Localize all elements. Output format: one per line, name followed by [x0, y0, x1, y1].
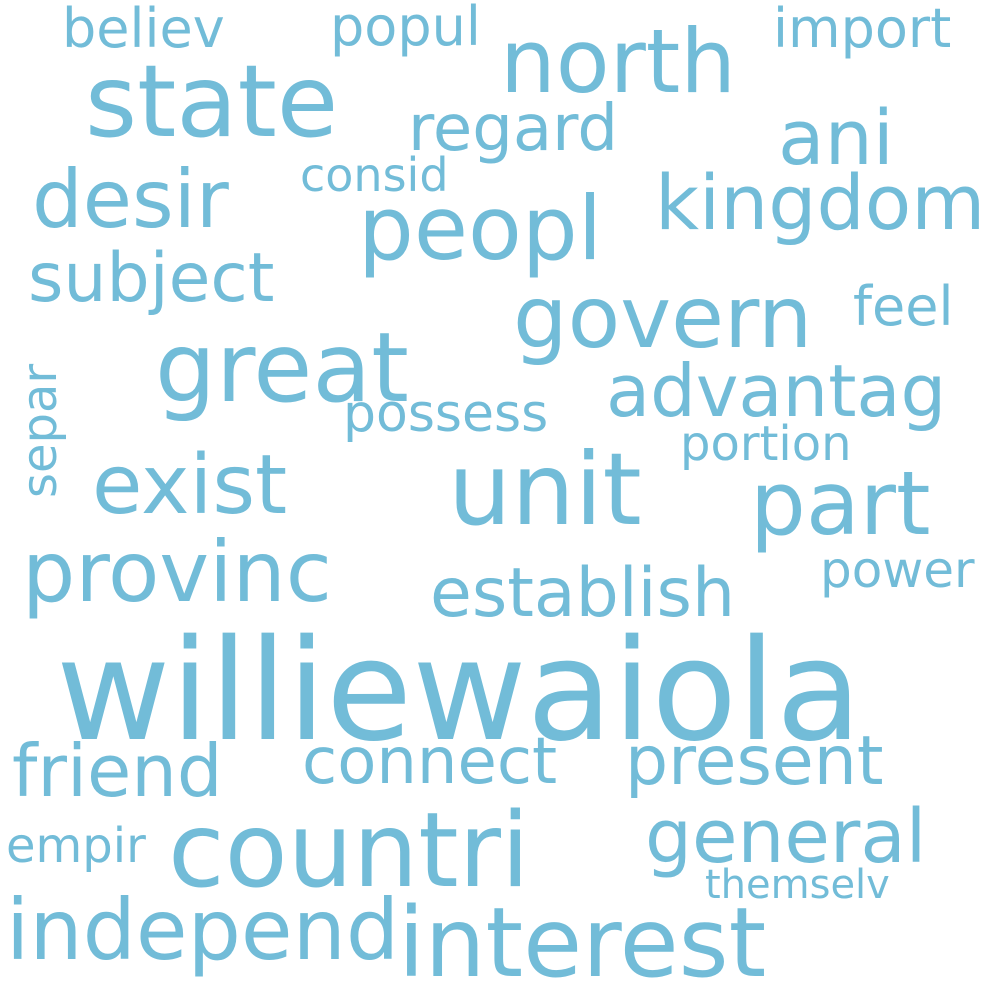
word-desir: desir: [32, 153, 229, 246]
word-possess: possess: [343, 384, 549, 444]
word-provinc: provinc: [22, 523, 332, 621]
word-interest: interest: [398, 887, 767, 999]
word-connect: connect: [302, 725, 558, 799]
word-power: power: [820, 541, 975, 599]
word-popul: popul: [330, 0, 481, 58]
word-govern: govern: [513, 268, 813, 368]
word-advantag: advantag: [606, 349, 947, 433]
word-consid: consid: [300, 148, 449, 202]
word-import: import: [773, 0, 952, 60]
word-portion: portion: [680, 416, 852, 472]
word-subject: subject: [28, 239, 275, 318]
word-state: state: [85, 43, 339, 160]
word-unit: unit: [448, 431, 642, 548]
word-believ: believ: [62, 0, 225, 60]
word-ani: ani: [778, 93, 894, 182]
word-exist: exist: [92, 438, 288, 533]
word-themselv: themselv: [705, 862, 890, 908]
word-empir: empir: [6, 818, 146, 874]
word-peopl: peopl: [358, 177, 603, 280]
word-kingdom: kingdom: [655, 158, 986, 247]
word-great: great: [155, 312, 409, 424]
word-friend: friend: [12, 729, 223, 813]
word-establish: establish: [430, 554, 736, 633]
word-general: general: [645, 794, 927, 880]
word-present: present: [625, 722, 884, 801]
word-countri: countri: [168, 791, 530, 911]
word-part: part: [750, 452, 931, 555]
word-williewaiola: williewaiola: [56, 610, 862, 773]
word-feel: feel: [853, 275, 954, 338]
word-independ: independ: [6, 881, 400, 979]
word-separ: separ: [12, 363, 68, 498]
word-north: north: [500, 10, 737, 113]
word-regard: regard: [408, 92, 618, 166]
